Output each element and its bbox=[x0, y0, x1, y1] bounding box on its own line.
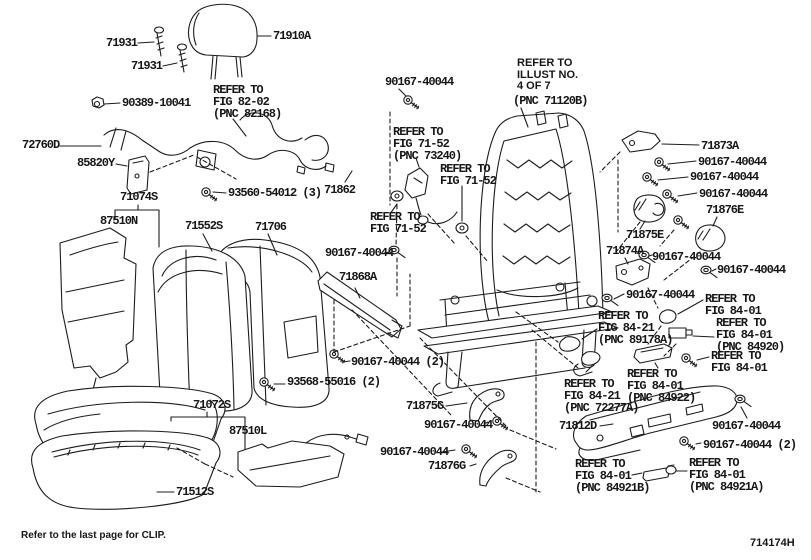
part-label-90167-40044: 90167-40044 bbox=[699, 187, 768, 201]
part-label-90167-40044: 90167-40044 bbox=[652, 250, 721, 264]
seat-belt-buckle-drawing bbox=[390, 167, 469, 234]
handle-71875G-drawing bbox=[469, 388, 505, 422]
refer-note-fig-71-52: REFER TO FIG 71-52 bbox=[370, 210, 427, 236]
bracket-71876E-drawing bbox=[695, 224, 726, 252]
part-label-87510L: 87510L bbox=[229, 424, 267, 438]
part-label-71910A: 71910A bbox=[273, 29, 311, 43]
part-label-90167-40044: 90167-40044 bbox=[690, 170, 759, 184]
part-label-90167-40044: 90167-40044 bbox=[626, 288, 695, 302]
seatback-cover-front-drawing bbox=[152, 245, 253, 412]
wiring-harness-drawing bbox=[103, 112, 335, 175]
headrest-drawing bbox=[187, 3, 258, 80]
handle-71876G-drawing bbox=[479, 449, 517, 487]
clip-84-01-drawing bbox=[659, 309, 677, 324]
part-label-90389-10041: 90389-10041 bbox=[122, 96, 191, 110]
switch-84920-drawing bbox=[668, 327, 693, 339]
airbag-sensor-drawing bbox=[126, 155, 150, 195]
hinge-bracket-71873A-drawing bbox=[621, 130, 661, 153]
dashed-lines bbox=[149, 111, 701, 493]
part-label-72760D: 72760D bbox=[22, 138, 60, 152]
part-label-93560-54012: 93560-54012 (3) bbox=[228, 186, 322, 200]
part-label-90167-40044: 90167-40044 (2) bbox=[703, 438, 797, 452]
part-label-93568-55016: 93568-55016 (2) bbox=[287, 375, 381, 389]
part-label-71873A: 71873A bbox=[701, 139, 739, 153]
seatback-frame-drawing bbox=[479, 110, 604, 323]
part-label-90167-40044: 90167-40044 bbox=[325, 246, 394, 260]
bracket-71875E-drawing bbox=[633, 194, 666, 223]
part-label-71072S: 71072S bbox=[193, 398, 231, 412]
switch-rail-84922-drawing bbox=[633, 343, 673, 364]
part-label-71875G: 71875G bbox=[406, 399, 444, 413]
cushion-frame-drawing bbox=[417, 281, 619, 397]
part-label-90167-40044: 90167-40044 bbox=[698, 155, 767, 169]
part-label-71706: 71706 bbox=[255, 220, 287, 234]
part-label-71862: 71862 bbox=[324, 183, 356, 197]
refer-note-fig-82-02: REFER TO FIG 82-02 (PNC 82168) bbox=[213, 83, 282, 121]
refer-note-fig-71-52: REFER TO FIG 71-52 bbox=[440, 162, 497, 188]
cushion-pad-drawing bbox=[237, 433, 369, 488]
part-label-90167-40044: 90167-40044 bbox=[385, 75, 454, 89]
seatback-board-drawing bbox=[59, 227, 137, 424]
refer-note-fig-84-01: REFER TO FIG 84-01 bbox=[711, 349, 768, 375]
clip-72277A-drawing bbox=[581, 351, 601, 366]
drawing-number: 714174H bbox=[750, 537, 795, 549]
part-label-71074S: 71074S bbox=[120, 190, 158, 204]
part-label-85820Y: 85820Y bbox=[77, 156, 115, 170]
part-label-90167-40044: 90167-40044 bbox=[717, 263, 786, 277]
part-label-71552S: 71552S bbox=[185, 219, 223, 233]
refer-note-fig-84-21-89178A: REFER TO FIG 84-21 (PNC 89178A) bbox=[598, 309, 673, 347]
part-label-71876G: 71876G bbox=[428, 459, 466, 473]
lower-cushion-cover-drawing bbox=[31, 430, 221, 510]
refer-note-illust: REFER TO ILLUST NO. 4 OF 7 bbox=[517, 57, 579, 92]
refer-note-fig-84-01-84921A: REFER TO FIG 84-01 (PNC 84921A) bbox=[689, 456, 764, 494]
part-label-71874A: 71874A bbox=[606, 244, 644, 258]
part-label-71868A: 71868A bbox=[339, 270, 377, 284]
part-label-90167-40044: 90167-40044 bbox=[380, 445, 449, 459]
lock-nut-drawing bbox=[91, 96, 105, 109]
refer-note-fig-84-01-84922: REFER TO FIG 84-01 (PNC 84922) bbox=[627, 367, 696, 405]
part-label-87510N: 87510N bbox=[100, 214, 138, 228]
leader-lines bbox=[59, 35, 748, 493]
refer-note-illust-pnc: (PNC 71120B) bbox=[513, 94, 588, 108]
refer-note-fig-84-21-72277A: REFER TO FIG 84-21 (PNC 72277A) bbox=[564, 377, 639, 415]
part-label-71812D: 71812D bbox=[559, 419, 597, 433]
part-label-71876E: 71876E bbox=[706, 203, 744, 217]
bracket-71874A-drawing bbox=[615, 258, 651, 286]
part-label-90167-40044: 90167-40044 bbox=[712, 419, 781, 433]
refer-note-fig-84-01-84920: REFER TO FIG 84-01 (PNC 84920) bbox=[716, 316, 785, 354]
refer-note-fig-84-01: REFER TO FIG 84-01 bbox=[705, 292, 762, 318]
footer-clip-note: Refer to the last page for CLIP. bbox=[21, 530, 166, 541]
headrest-support-drawing bbox=[153, 26, 188, 73]
knob-pin-84921-drawing bbox=[642, 464, 677, 482]
clip-89178A-drawing bbox=[559, 336, 581, 352]
part-label-71931: 71931 bbox=[106, 36, 138, 50]
part-label-90167-40044: 90167-40044 (2) bbox=[351, 355, 445, 369]
refer-note-fig-71-52: REFER TO FIG 71-52 (PNC 73240) bbox=[393, 125, 462, 163]
part-label-71512S: 71512S bbox=[176, 485, 214, 499]
part-label-71875E: 71875E bbox=[626, 228, 664, 242]
refer-note-fig-84-01-84921B: REFER TO FIG 84-01 (PNC 84921B) bbox=[575, 457, 650, 495]
part-label-90167-40044: 90167-40044 bbox=[424, 418, 493, 432]
part-label-71931: 71931 bbox=[131, 59, 163, 73]
